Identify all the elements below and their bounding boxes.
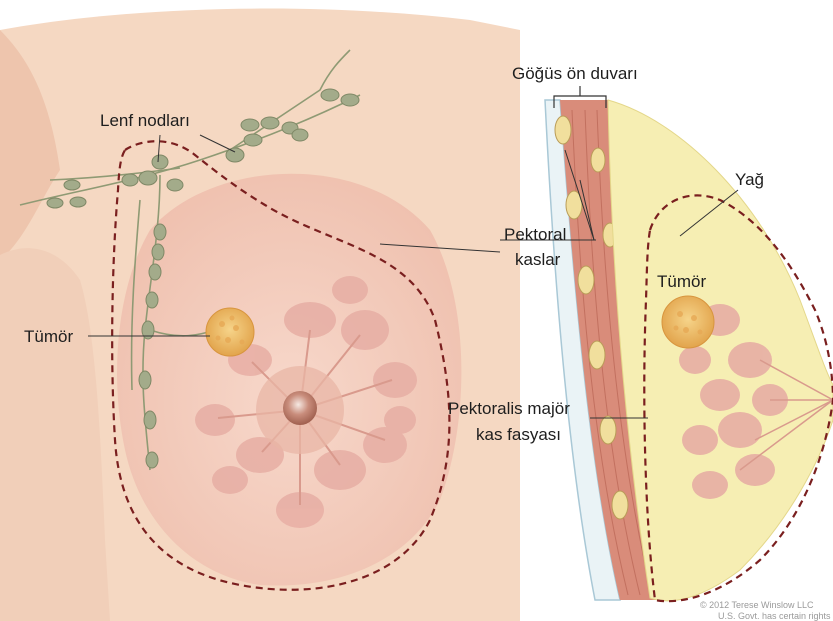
label-tumor-side: Tümör	[657, 272, 706, 291]
tumor-front	[206, 308, 254, 356]
label-lymph-nodes: Lenf nodları	[100, 111, 190, 130]
label-pectoral-muscles-line1: Pektoral	[504, 225, 566, 244]
nipple	[283, 391, 317, 425]
label-pectoral-muscles-line2: kaslar	[515, 250, 561, 269]
label-fat: Yağ	[735, 170, 764, 189]
label-tumor-front: Tümör	[24, 327, 73, 346]
label-fascia-line2: kas fasyası	[476, 425, 561, 444]
credit-line2: U.S. Govt. has certain rights	[718, 611, 831, 621]
tumor-side	[662, 296, 714, 348]
label-chest-wall: Göğüs ön duvarı	[512, 64, 638, 83]
credit-line1: © 2012 Terese Winslow LLC	[700, 600, 814, 610]
label-fascia-line1: Pektoralis majör	[448, 399, 570, 418]
front-view: Lenf nodları Tümör	[0, 9, 520, 621]
